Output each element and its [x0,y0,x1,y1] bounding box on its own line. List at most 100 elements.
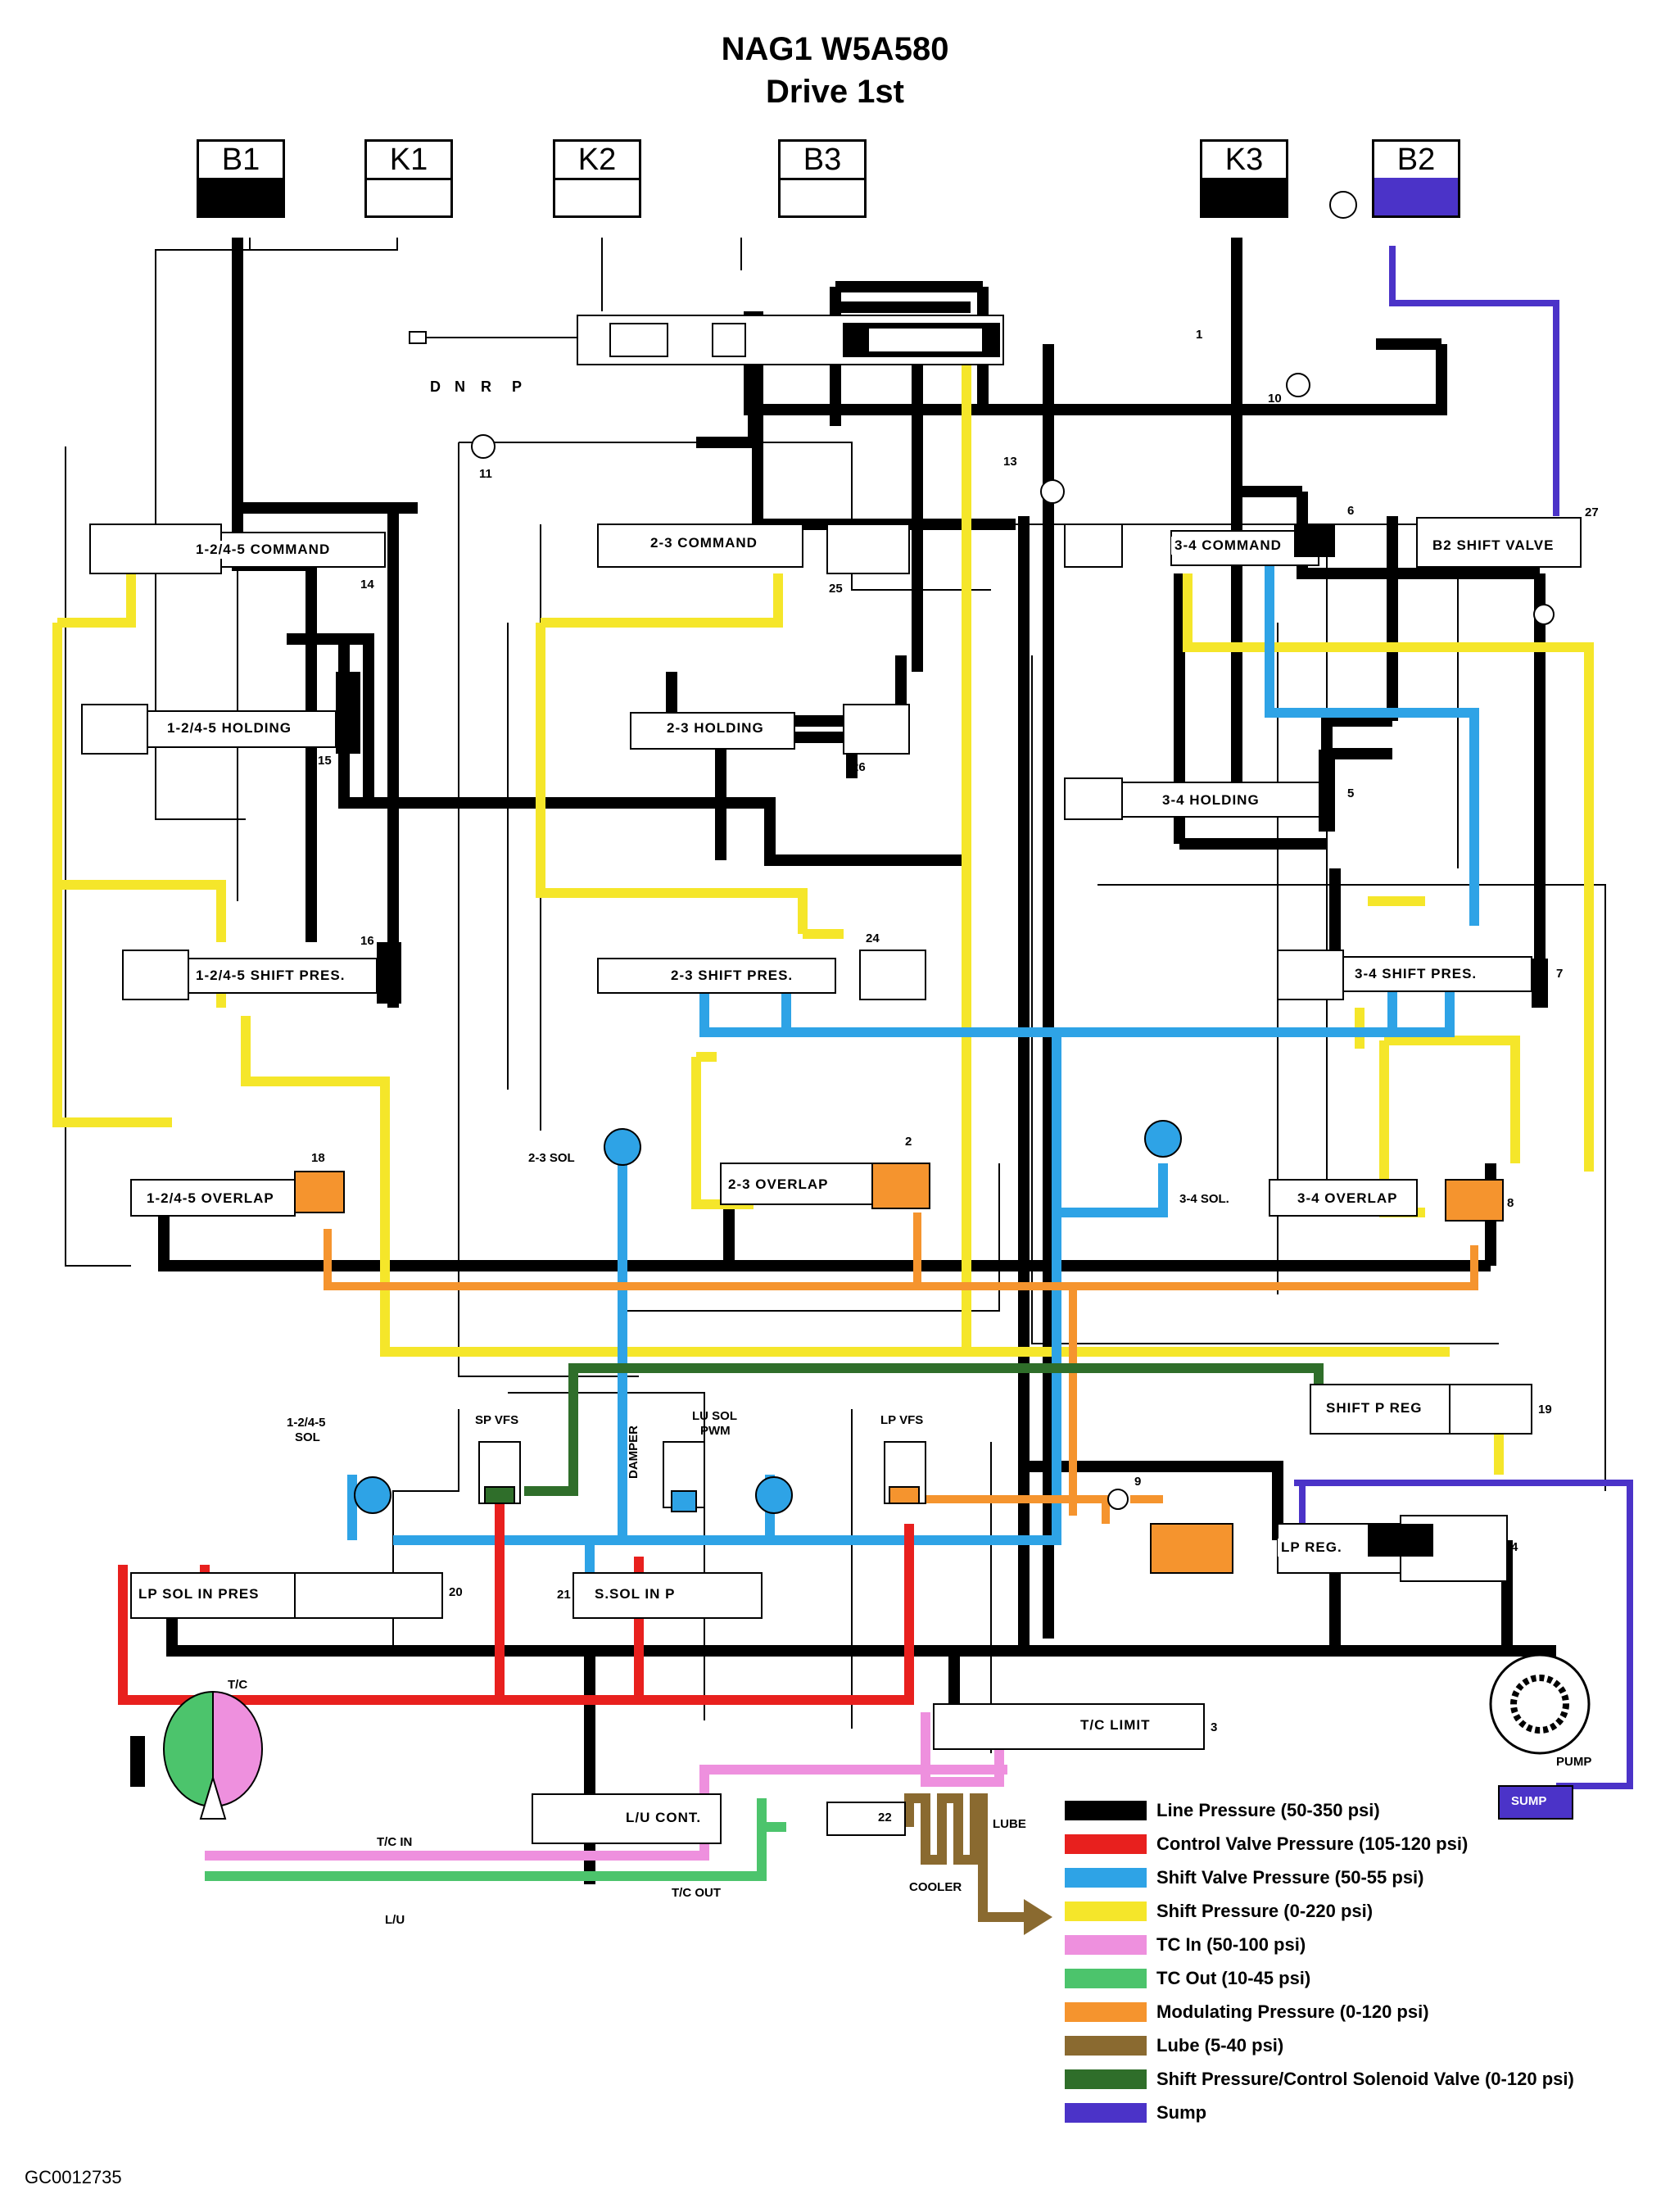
num-2: 2 [905,1135,912,1149]
shift-pressure-circuit [52,320,1594,1475]
legend-item: TC In (50-100 psi) [1065,1933,1638,1957]
label-sp-vfs: SP VFS [475,1413,519,1427]
legend-item: Lube (5-40 psi) [1065,2033,1638,2058]
legend-label: TC Out (10-45 psi) [1156,1968,1311,1988]
label-lu-sol-line1: LU SOL [692,1409,737,1423]
num-7: 7 [1556,967,1564,981]
label-cooler: COOLER [909,1880,962,1894]
label-lu-sol-line2: PWM [700,1424,731,1438]
clutch-b3: B3 [778,139,867,218]
label-pump: PUMP [1556,1755,1592,1769]
num-9: 9 [1134,1475,1142,1489]
num-21: 21 [557,1588,571,1602]
label-1245-overlap: 1-2/4-5 OVERLAP [143,1190,278,1208]
num-16: 16 [360,934,374,948]
label-lp-reg: LP REG. [1278,1539,1346,1557]
legend-label: Control Valve Pressure (105-120 psi) [1156,1834,1469,1854]
label-lu: L/U [385,1913,405,1927]
manual-position-n: N [455,378,465,395]
legend-item: Modulating Pressure (0-120 psi) [1065,2000,1638,2024]
legend-label: Lube (5-40 psi) [1156,2035,1284,2056]
label-damper: DAMPER [627,1425,640,1479]
legend-item: Line Pressure (50-350 psi) [1065,1798,1638,1823]
num-18: 18 [311,1151,325,1165]
label-34-sol: 3-4 SOL. [1179,1192,1229,1206]
legend-label: Line Pressure (50-350 psi) [1156,1800,1380,1820]
tc-out-circuit [205,1798,786,1881]
legend-label: Shift Pressure (0-220 psi) [1156,1901,1374,1921]
label-tc-out: T/C OUT [672,1886,721,1900]
solenoid-bodies [354,1120,1182,1514]
clutch-b2-fill [1374,178,1458,215]
legend-swatch [1065,2036,1147,2056]
label-lube: LUBE [993,1817,1026,1831]
pump [1489,1653,1591,1755]
legend-item: TC Out (10-45 psi) [1065,1966,1638,1991]
label-23-overlap: 2-3 OVERLAP [725,1176,832,1194]
num-24: 24 [866,931,880,945]
clutch-b2: B2 [1372,139,1460,218]
label-1245-sol-line1: 1-2/4-5 [287,1416,326,1430]
label-34-command: 3-4 COMMAND [1171,537,1285,555]
num-5: 5 [1347,786,1355,800]
check-balls [471,191,1555,1510]
legend-item: Control Valve Pressure (105-120 psi) [1065,1832,1638,1856]
manual-position-d: D [430,378,441,395]
clutch-k3: K3 [1200,139,1288,218]
clutch-b1-fill [199,178,283,215]
label-tc-in: T/C IN [377,1835,413,1849]
label-lu-cont: L/U CONT. [622,1809,705,1827]
label-23-shift-pres: 2-3 SHIFT PRES. [668,967,797,985]
label-23-holding: 2-3 HOLDING [663,719,767,737]
legend-label: Sump [1156,2102,1207,2123]
legend-label: TC In (50-100 psi) [1156,1934,1306,1955]
sump-box [1498,1785,1573,1820]
clutch-b1: B1 [197,139,285,218]
num-25: 25 [829,582,843,596]
num-15: 15 [318,754,332,768]
legend-swatch [1065,1969,1147,1988]
line-pressure-circuit [158,238,1556,1884]
num-22: 22 [878,1811,892,1824]
num-20: 20 [449,1585,463,1599]
label-1245-shift-pres: 1-2/4-5 SHIFT PRES. [192,967,349,985]
label-1245-command: 1-2/4-5 COMMAND [192,541,334,559]
label-1245-holding: 1-2/4-5 HOLDING [164,719,295,737]
num-10: 10 [1268,392,1282,406]
label-b2-shift-valve: B2 SHIFT VALVE [1429,537,1558,555]
legend-swatch [1065,1902,1147,1921]
legend-swatch [1065,2002,1147,2022]
legend-swatch [1065,1868,1147,1888]
num-1: 1 [1196,328,1203,342]
legend-label: Shift Pressure/Control Solenoid Valve (0… [1156,2069,1574,2089]
shift-pressure-solenoid-circuit [524,1363,1324,1496]
torque-converter [130,1690,263,1820]
clutch-b2-label: B2 [1374,142,1458,180]
label-23-sol: 2-3 SOL [528,1151,575,1165]
legend-item: Shift Pressure (0-220 psi) [1065,1899,1638,1924]
lube-arrow [1024,1899,1052,1935]
figure-id: GC0012735 [25,2167,122,2187]
diagram-subtitle: Drive 1st [766,74,904,110]
num-4: 4 [1511,1540,1518,1554]
shift-valve-pressure-circuit [347,541,1479,1606]
label-sump: SUMP [1511,1794,1547,1808]
label-tc: T/C [228,1678,248,1692]
modulating-pressure-circuit [324,1213,1478,1524]
label-shift-p-reg: SHIFT P REG [1323,1399,1426,1417]
num-8: 8 [1507,1196,1514,1210]
legend-label: Modulating Pressure (0-120 psi) [1156,2001,1429,2022]
manual-valve [409,315,1004,365]
manual-position-p: P [512,378,523,395]
diagram-title: NAG1 W5A580 [721,31,949,67]
label-lp-vfs: LP VFS [880,1413,924,1427]
label-1245-sol-line2: SOL [295,1430,320,1444]
num-14: 14 [360,578,374,592]
exhaust-passages [65,238,1606,1753]
clutch-k3-label: K3 [1202,142,1286,180]
num-26: 26 [852,760,866,774]
clutch-b3-label: B3 [781,142,864,180]
legend-swatch [1065,1801,1147,1820]
num-11: 11 [479,467,492,481]
